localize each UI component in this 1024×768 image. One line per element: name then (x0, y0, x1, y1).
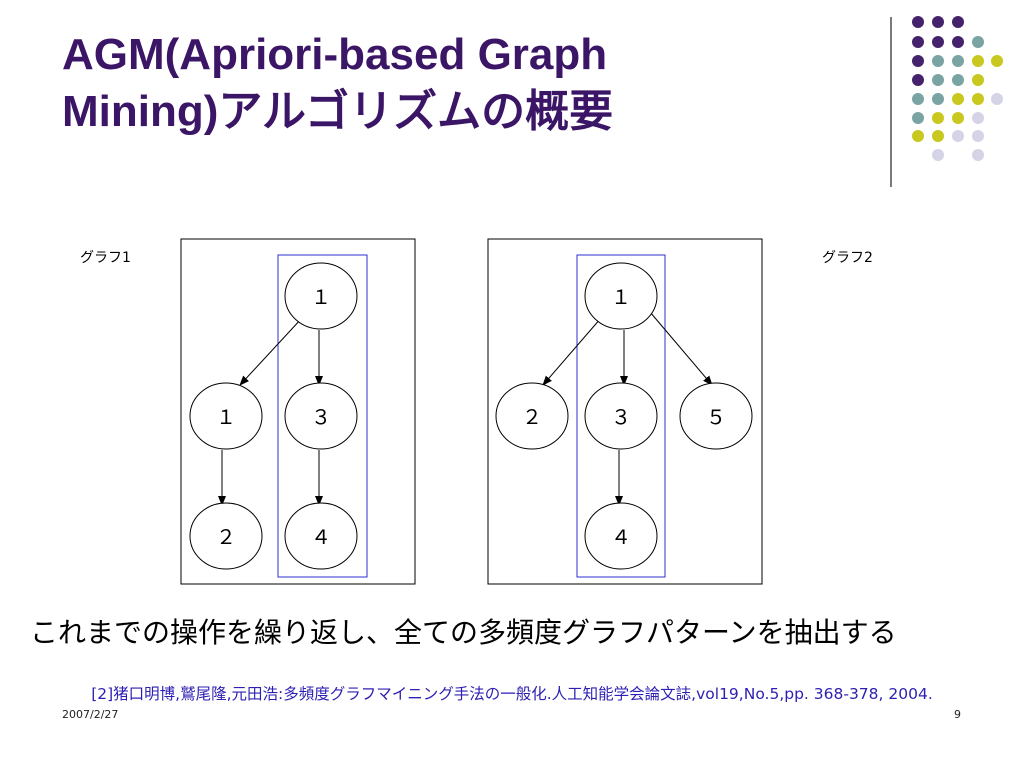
dot (932, 130, 944, 142)
dot (972, 55, 984, 67)
graph1-node: ３ (284, 382, 358, 450)
graph1-common-subgraph-highlight (277, 254, 368, 578)
dot (972, 93, 984, 105)
decorative-dot-grid (912, 16, 1003, 161)
graph2-frame (487, 238, 763, 585)
dot (991, 93, 1003, 105)
summary-text: これまでの操作を繰り返し、全ての多頻度グラフパターンを抽出する (30, 616, 897, 649)
node-label: １ (311, 285, 331, 309)
graph1-frame (180, 238, 416, 585)
dot (952, 93, 964, 105)
dot (952, 74, 964, 86)
slide-title: AGM(Apriori-based Graph Mining)アルゴリズムの概要 (62, 26, 822, 140)
dot (912, 16, 924, 28)
dot (932, 36, 944, 48)
node-label: ２ (216, 525, 236, 549)
dot (912, 74, 924, 86)
graph2-node: ３ (584, 382, 658, 450)
title-divider (890, 17, 892, 187)
graph2: １ ２ ３ ５ ４ (487, 238, 763, 585)
dot (952, 16, 964, 28)
dot (932, 74, 944, 86)
node-label: ４ (611, 525, 631, 549)
graph2-node: ４ (584, 502, 658, 570)
node-label: ２ (522, 405, 542, 429)
graph1-node: ４ (284, 502, 358, 570)
node-label: ３ (311, 405, 331, 429)
node-label: １ (216, 405, 236, 429)
graph1-node: １ (284, 262, 358, 330)
dot (932, 149, 944, 161)
dot (912, 93, 924, 105)
dot (932, 16, 944, 28)
dot (972, 130, 984, 142)
graph1: １ １ ３ ２ ４ (180, 238, 416, 585)
graph2-node: ５ (679, 382, 753, 450)
node-label: ４ (311, 525, 331, 549)
graph2-common-subgraph-highlight (576, 254, 666, 578)
dot (991, 55, 1003, 67)
dot (972, 112, 984, 124)
graph1-edge-a-b (239, 317, 303, 386)
dot (912, 112, 924, 124)
reference-citation: [2]猪口明博,鷲尾隆,元田浩:多頻度グラフマイニング手法の一般化.人工知能学会… (91, 685, 933, 703)
graph1-node: ２ (189, 502, 263, 570)
dot (952, 55, 964, 67)
graph-diagram: １ １ ３ ２ ４ １ ２ (180, 238, 763, 585)
graph1-label: グラフ1 (80, 250, 131, 266)
graph2-edge-a-d (649, 311, 713, 386)
dot (952, 112, 964, 124)
dot (952, 130, 964, 142)
dot (912, 55, 924, 67)
slide-title-line-2: Mining)アルゴリズムの概要 (62, 87, 614, 136)
dot (972, 74, 984, 86)
node-label: ５ (706, 405, 726, 429)
node-label: １ (611, 285, 631, 309)
dot (972, 36, 984, 48)
dot (952, 36, 964, 48)
graph1-node: １ (189, 382, 263, 450)
graph2-node: １ (584, 262, 658, 330)
page-number: 9 (954, 708, 961, 721)
footer-date: 2007/2/27 (62, 708, 119, 721)
graph2-edge-a-b (542, 317, 602, 386)
dot (932, 55, 944, 67)
dot (932, 93, 944, 105)
dot (912, 36, 924, 48)
dot (932, 112, 944, 124)
graph2-label: グラフ2 (822, 250, 873, 266)
dot (972, 149, 984, 161)
slide-title-line-1: AGM(Apriori-based Graph (62, 30, 608, 79)
dot (912, 130, 924, 142)
node-label: ３ (611, 405, 631, 429)
graph2-node: ２ (495, 382, 569, 450)
